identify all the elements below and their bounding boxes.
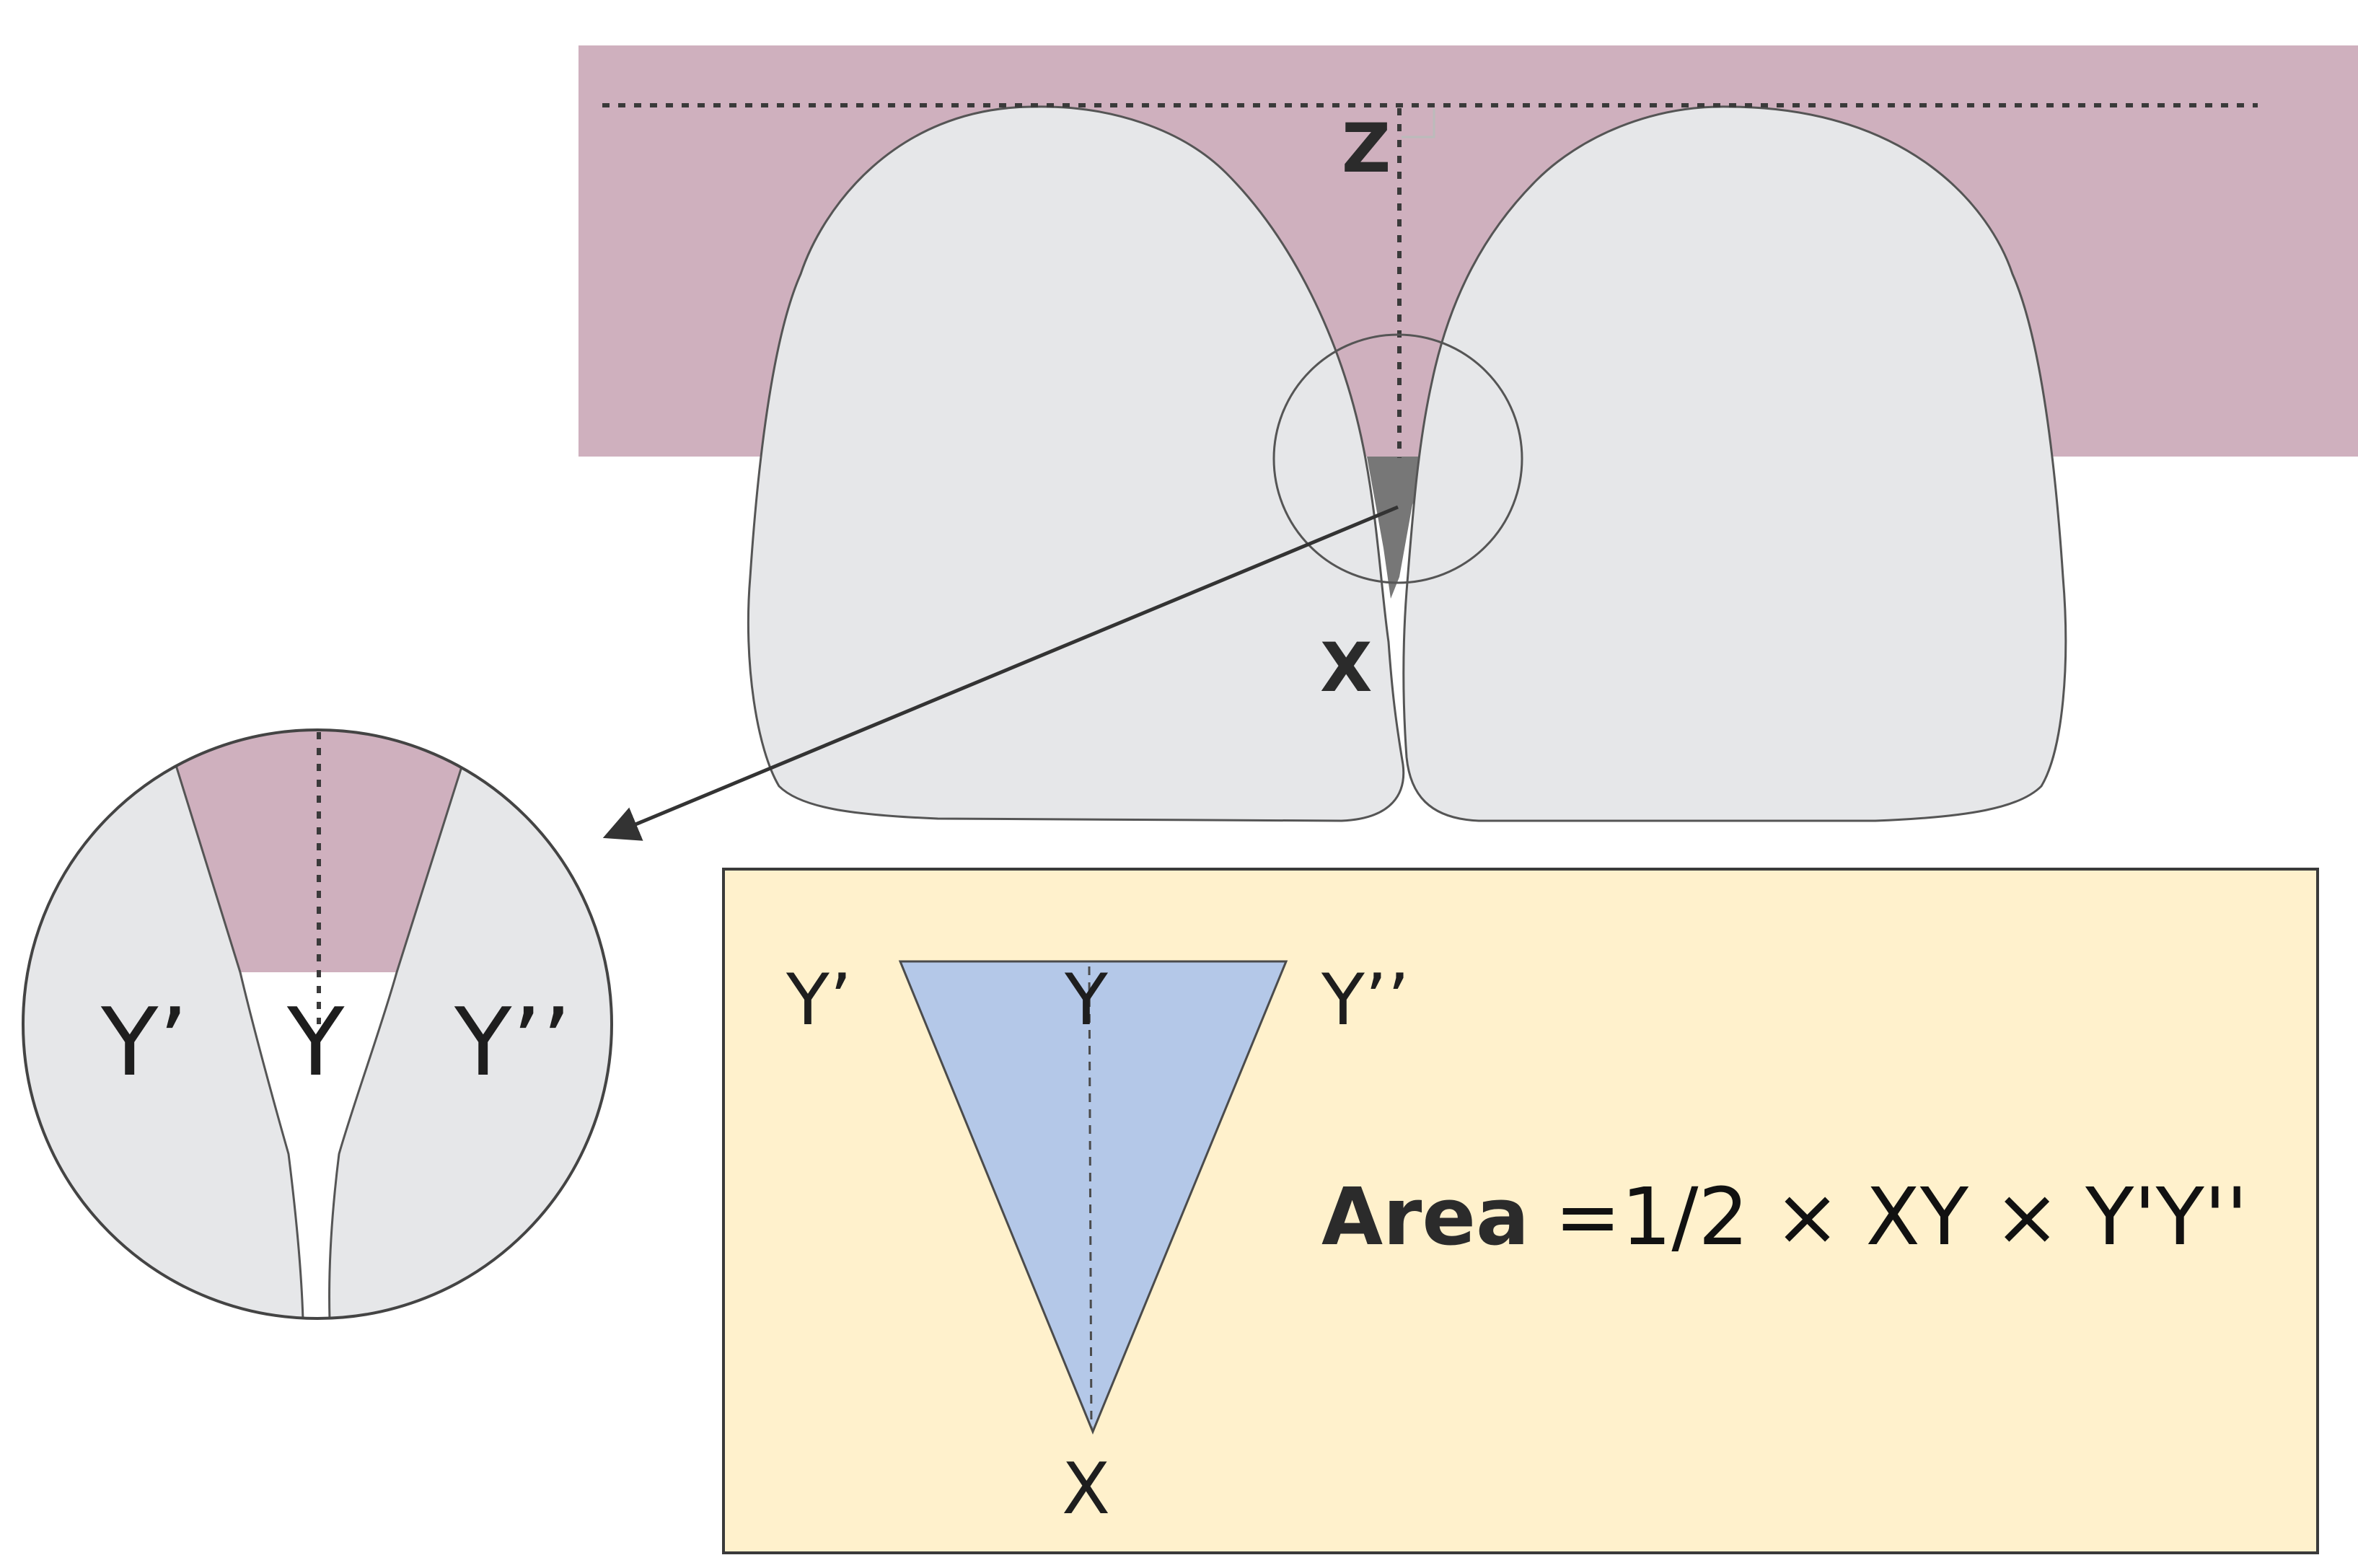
zoom-arrow xyxy=(602,505,1399,841)
left-tooth xyxy=(747,105,1405,822)
formula-box: Y’ Y Y’’ X Area =1/2 × XY × Y'Y'' xyxy=(722,868,2319,1554)
triangle-height-line xyxy=(1088,966,1093,1429)
zoom-right-tooth-edge xyxy=(328,730,478,1318)
zoom-label-y-double-prime: Y’’ xyxy=(454,987,571,1097)
area-formula: Area =1/2 × XY × Y'Y'' xyxy=(1321,1171,2248,1263)
label-x-main: X xyxy=(1320,629,1372,708)
main-view: Z X xyxy=(578,45,2358,841)
zoom-view: Y’ Y Y’’ xyxy=(22,728,613,1320)
right-tooth xyxy=(1402,105,2067,822)
label-z: Z xyxy=(1342,110,1391,188)
formula-area-word: Area xyxy=(1321,1171,1529,1263)
formula-expression: =1/2 × XY × Y'Y'' xyxy=(1529,1171,2248,1263)
box-label-x: X xyxy=(1062,1448,1110,1530)
box-label-y-double-prime: Y’’ xyxy=(1321,959,1409,1041)
zoom-black-triangle xyxy=(240,972,397,1318)
box-label-y: Y xyxy=(1064,959,1109,1041)
zoom-label-y: Y xyxy=(286,987,345,1097)
magnifier-circle xyxy=(1272,333,1523,584)
box-label-y-prime: Y’ xyxy=(786,959,852,1041)
area-triangle xyxy=(898,960,1288,1435)
zoom-label-y-prime: Y’ xyxy=(100,987,188,1097)
right-angle-marker xyxy=(1402,108,1435,138)
zoom-left-tooth-edge xyxy=(161,730,304,1318)
zoom-circle-outline xyxy=(22,728,613,1320)
